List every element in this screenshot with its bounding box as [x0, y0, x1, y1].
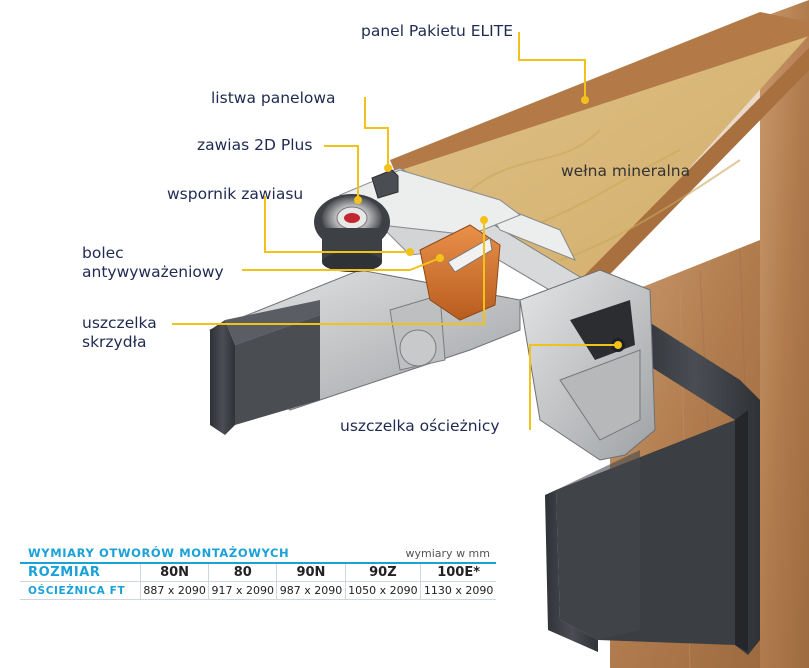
- size-cell: 80: [208, 563, 278, 582]
- size-cell: 90N: [276, 563, 346, 582]
- leader-wspornik: [264, 196, 410, 253]
- aluminium-frame-profile: [519, 269, 656, 461]
- leader-bolec-dot: [436, 254, 444, 262]
- label-wspornik-zawiasu: wspornik zawiasu: [167, 185, 304, 203]
- table-title: WYMIARY OTWORÓW MONTAŻOWYCH: [28, 546, 290, 560]
- label-uszczelka-oscieznicy: uszczelka ościeżnicy: [340, 417, 500, 435]
- label-bolec-1: bolec: [82, 244, 124, 262]
- leader-uszczelka-oscieznicy: [529, 344, 618, 430]
- hinge-orange-block: [419, 224, 501, 321]
- label-panel-pakietu: panel Pakietu ELITE: [361, 22, 513, 40]
- steel-door-frame: [545, 310, 760, 655]
- leader-wspornik-dot: [406, 248, 414, 256]
- label-uszczelka-skrzydla-1: uszczelka: [82, 314, 157, 332]
- table-row-sizes: ROZMIAR 80N 80 90N 90Z 100E*: [20, 563, 496, 582]
- leader-panel-dot: [581, 96, 589, 104]
- leader-zawias: [324, 145, 359, 200]
- size-cell: 100E*: [420, 563, 496, 582]
- leader-panel: [518, 32, 586, 100]
- leader-lines: [172, 32, 622, 430]
- frame-cell: 917 x 2090: [208, 581, 278, 600]
- size-cell: 80N: [140, 563, 210, 582]
- leader-uszczelka-skrzydla: [172, 220, 485, 325]
- leader-listwa-dot: [384, 164, 392, 172]
- hinge-barrel: [314, 194, 390, 272]
- row-label-size: ROZMIAR: [20, 563, 141, 582]
- leader-zawias-dot: [354, 196, 362, 204]
- row-label-frame: OŚCIEŻNICA FT: [20, 581, 141, 600]
- leader-bolec: [242, 257, 441, 271]
- dimensions-table: ROZMIAR 80N 80 90N 90Z 100E* OŚCIEŻNICA …: [20, 562, 496, 600]
- frame-cell: 1050 x 2090: [345, 581, 422, 600]
- label-zawias: zawias 2D Plus: [197, 136, 313, 154]
- table-units: wymiary w mm: [405, 547, 490, 560]
- frame-cell: 1130 x 2090: [420, 581, 496, 600]
- label-listwa-panelowa: listwa panelowa: [211, 89, 336, 107]
- leader-listwa: [364, 97, 389, 168]
- frame-cell: 987 x 2090: [276, 581, 346, 600]
- leader-uszczelka-oscieznicy-dot: [614, 341, 622, 349]
- frame-cell: 887 x 2090: [140, 581, 210, 600]
- label-uszczelka-skrzydla-2: skrzydła: [82, 333, 147, 351]
- table-row-frames: OŚCIEŻNICA FT 887 x 2090 917 x 2090 987 …: [20, 581, 496, 600]
- leader-uszczelka-skrzydla-dot: [480, 216, 488, 224]
- label-bolec-2: antywyważeniowy: [82, 263, 224, 281]
- label-welna-mineralna: wełna mineralna: [561, 162, 691, 180]
- size-cell: 90Z: [345, 563, 422, 582]
